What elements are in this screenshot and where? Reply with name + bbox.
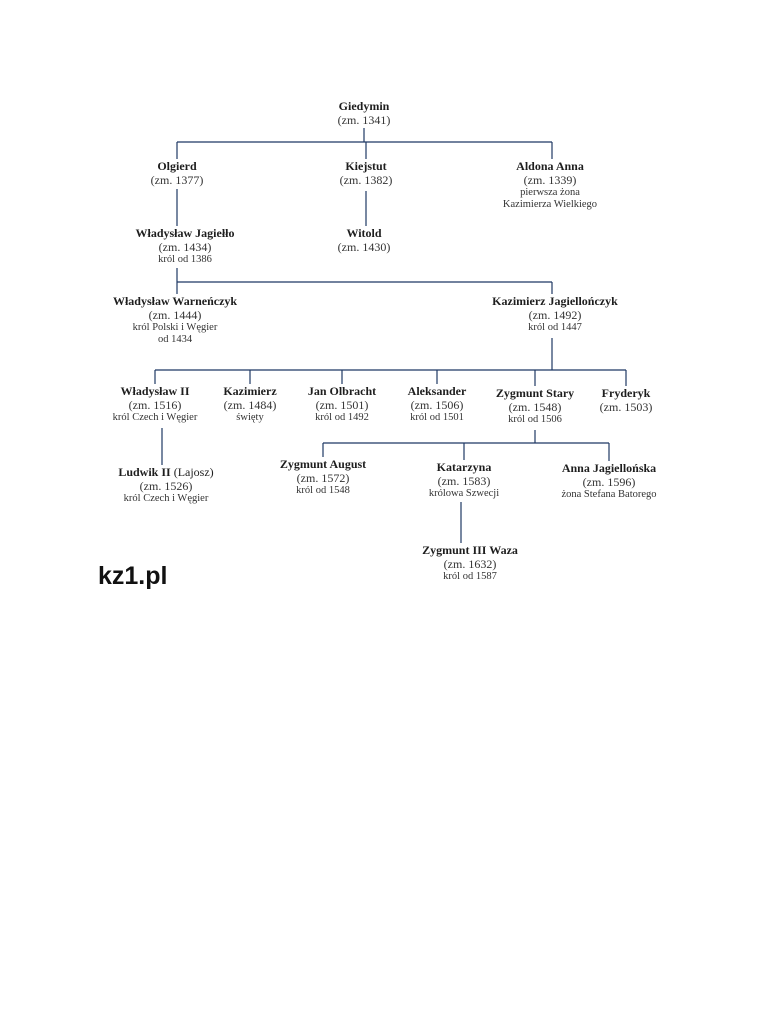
person-olbracht: Jan Olbracht(zm. 1501)król od 1492 (308, 384, 376, 424)
person-death-year: (zm. 1516) (128, 398, 182, 412)
person-olgierd: Olgierd(zm. 1377) (151, 159, 204, 187)
person-death-year: (zm. 1596) (582, 475, 636, 489)
person-stary: Zygmunt Stary(zm. 1548)król od 1506 (496, 386, 574, 426)
person-death-year: (zm. 1548) (508, 400, 562, 414)
person-name-main: Ludwik II (118, 465, 171, 479)
person-ludwik: Ludwik II (Lajosz)(zm. 1526)król Czech i… (118, 465, 213, 505)
person-kiejstut: Kiejstut(zm. 1382) (340, 159, 393, 187)
person-name: Kiejstut (340, 159, 393, 173)
person-name: Katarzyna (429, 460, 499, 474)
person-death-year: (zm. 1430) (337, 240, 391, 254)
person-death-year: (zm. 1501) (315, 398, 369, 412)
person-kazimierz: Kazimierz(zm. 1484)święty (223, 384, 276, 424)
person-name: Aleksander (408, 384, 467, 398)
person-name-main: Witold (346, 226, 382, 240)
person-name: Anna Jagiellońska (561, 461, 656, 475)
person-name-main: Władysław Warneńczyk (112, 294, 238, 308)
person-fryderyk: Fryderyk(zm. 1503) (600, 386, 653, 414)
person-note: król Czech i Węgier (112, 412, 198, 423)
person-death-year: (zm. 1583) (437, 474, 491, 488)
person-name: Władysław Warneńczyk (113, 294, 237, 308)
person-note: król od 1447 (528, 322, 582, 333)
person-name-main: Zygmunt III Waza (422, 543, 518, 557)
person-death-year: (zm. 1572) (296, 471, 350, 485)
person-death-year: (zm. 1434) (158, 240, 212, 254)
person-name: Zygmunt Stary (496, 386, 574, 400)
person-death-year: (zm. 1492) (528, 308, 582, 322)
person-note: król Czech i Węgier (123, 493, 209, 504)
person-name: Olgierd (151, 159, 204, 173)
person-note: król Polski i Węgier (132, 322, 218, 333)
person-name-main: Kiejstut (345, 159, 387, 173)
person-name-main: Jan Olbracht (307, 384, 377, 398)
person-name-main: Zygmunt Stary (495, 386, 575, 400)
person-name-main: Giedymin (338, 99, 390, 113)
person-name: Fryderyk (600, 386, 653, 400)
person-name-main: Olgierd (157, 159, 197, 173)
person-name: Ludwik II (Lajosz) (118, 465, 213, 479)
person-name: Władysław Jagiełło (135, 226, 234, 240)
person-death-year: (zm. 1526) (139, 479, 193, 493)
person-name: Kazimierz Jagiellończyk (492, 294, 618, 308)
person-name-main: Kazimierz (223, 384, 277, 398)
person-jagiello: Władysław Jagiełło(zm. 1434)król od 1386 (135, 226, 234, 266)
person-name: Zygmunt August (280, 457, 366, 471)
person-aleksander: Aleksander(zm. 1506)król od 1501 (408, 384, 467, 424)
person-name-main: Władysław II (120, 384, 190, 398)
person-note: Kazimierza Wielkiego (502, 199, 598, 210)
person-katarzyna: Katarzyna(zm. 1583)królowa Szwecji (429, 460, 499, 500)
person-name-main: Zygmunt August (279, 457, 367, 471)
person-name-extra: (Lajosz) (170, 465, 214, 479)
person-note: żona Stefana Batorego (561, 489, 657, 500)
person-name-main: Fryderyk (601, 386, 651, 400)
person-death-year: (zm. 1341) (337, 113, 391, 127)
person-note: pierwsza żona (520, 187, 580, 198)
person-note: święty (236, 412, 264, 423)
person-giedymin: Giedymin(zm. 1341) (338, 99, 391, 127)
person-name-main: Anna Jagiellońska (561, 461, 657, 475)
person-witold: Witold(zm. 1430) (338, 226, 391, 254)
person-note: król od 1548 (296, 485, 350, 496)
person-note: król od 1587 (443, 571, 497, 582)
person-name-main: Aldona Anna (516, 159, 584, 173)
person-death-year: (zm. 1382) (339, 173, 393, 187)
person-death-year: (zm. 1632) (443, 557, 497, 571)
person-note: królowa Szwecji (428, 488, 500, 499)
person-note: król od 1492 (315, 412, 369, 423)
person-death-year: (zm. 1506) (410, 398, 464, 412)
person-name: Władysław II (113, 384, 198, 398)
person-name: Giedymin (338, 99, 391, 113)
person-anna: Anna Jagiellońska(zm. 1596)żona Stefana … (561, 461, 656, 501)
person-name: Witold (338, 226, 391, 240)
person-death-year: (zm. 1377) (150, 173, 204, 187)
person-death-year: (zm. 1503) (599, 400, 653, 414)
person-name-main: Kazimierz Jagiellończyk (492, 294, 618, 308)
person-august: Zygmunt August(zm. 1572)król od 1548 (280, 457, 366, 497)
person-name-main: Katarzyna (436, 460, 492, 474)
person-name: Jan Olbracht (308, 384, 376, 398)
person-waza: Zygmunt III Waza(zm. 1632)król od 1587 (422, 543, 518, 583)
person-name: Aldona Anna (503, 159, 597, 173)
person-note: król od 1386 (158, 254, 212, 265)
person-death-year: (zm. 1444) (148, 308, 202, 322)
person-wladyslaw2: Władysław II(zm. 1516)król Czech i Węgie… (113, 384, 198, 424)
person-note: król od 1501 (410, 412, 464, 423)
person-death-year: (zm. 1339) (523, 173, 577, 187)
person-name: Kazimierz (223, 384, 276, 398)
person-name: Zygmunt III Waza (422, 543, 518, 557)
person-name-main: Władysław Jagiełło (135, 226, 235, 240)
person-note: król od 1506 (508, 414, 562, 425)
person-name-main: Aleksander (407, 384, 467, 398)
site-logo: kz1.pl (98, 562, 168, 590)
person-death-year: (zm. 1484) (223, 398, 277, 412)
person-jagiellonczyk: Kazimierz Jagiellończyk(zm. 1492)król od… (492, 294, 618, 334)
person-note: od 1434 (157, 334, 193, 345)
person-warnenczyk: Władysław Warneńczyk(zm. 1444)król Polsk… (113, 294, 237, 346)
